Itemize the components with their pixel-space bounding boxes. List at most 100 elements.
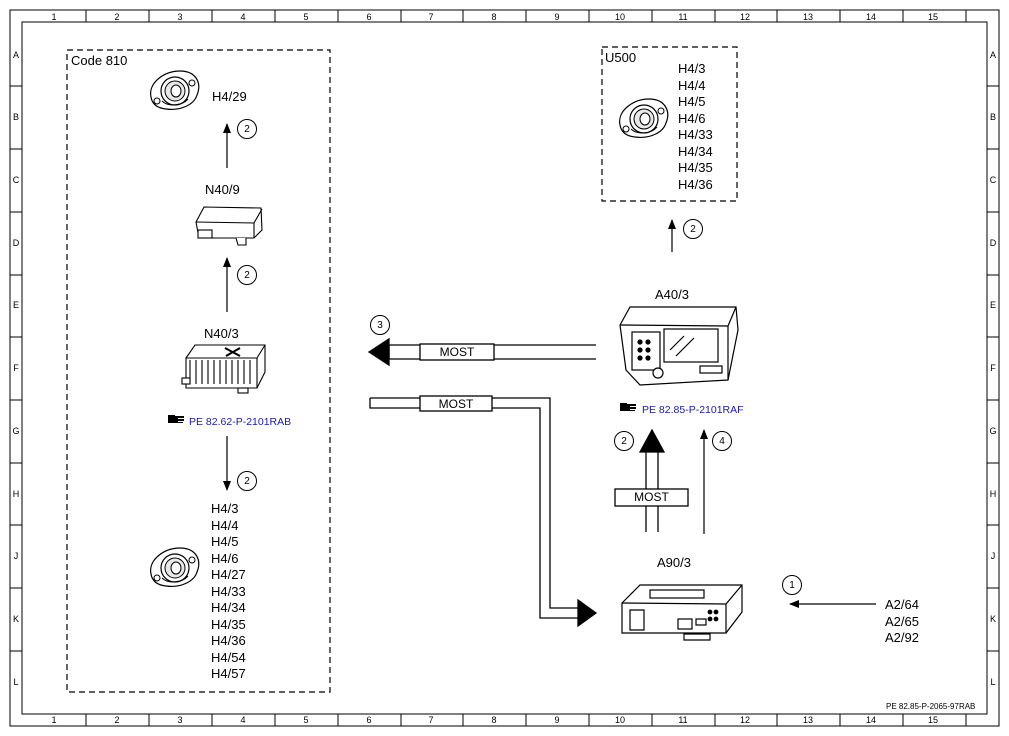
speaker-label: H4/36: [211, 633, 246, 648]
col-marker: 12: [739, 12, 750, 22]
frame-ticks: [10, 10, 999, 726]
module-n40-3-label: N40/3: [204, 326, 239, 341]
col-marker: 4: [240, 12, 246, 22]
col-marker: 14: [865, 12, 876, 22]
speaker-label: H4/35: [678, 160, 713, 175]
col-marker: 13: [802, 715, 813, 725]
speaker-h4-29-label: H4/29: [212, 89, 247, 104]
col-marker: 15: [927, 715, 938, 725]
speaker-label: H4/5: [211, 534, 239, 549]
antenna-label: A2/64: [885, 597, 919, 612]
col-marker: 3: [177, 715, 183, 725]
row-marker: B: [989, 112, 996, 122]
row-marker: B: [12, 112, 19, 122]
col-marker: 12: [739, 715, 750, 725]
reference-hand-icon: [620, 403, 636, 411]
speaker-label: H4/33: [211, 583, 246, 599]
col-marker: 5: [303, 715, 309, 725]
module-n40-3-icon: [181, 344, 266, 394]
tuner-a90-3-icon: [621, 584, 743, 641]
callout-3: 3: [370, 315, 390, 335]
col-marker: 1: [51, 715, 57, 725]
row-marker: C: [12, 175, 20, 185]
col-marker: 7: [428, 715, 434, 725]
u500-title: U500: [605, 50, 637, 65]
row-marker: J: [990, 551, 996, 561]
code810-title: Code 810: [71, 53, 128, 68]
row-marker: F: [990, 363, 996, 373]
col-marker: 15: [927, 12, 938, 22]
col-marker: 1: [51, 12, 57, 22]
callout-2: 2: [237, 471, 257, 491]
callout-2: 2: [237, 119, 257, 139]
speaker-label: H4/3: [678, 61, 706, 76]
head-unit-a40-3-label: A40/3: [655, 287, 689, 302]
col-marker: 10: [614, 715, 625, 725]
speaker-label: H4/34: [678, 143, 713, 159]
speaker-u500-icon: [619, 98, 669, 138]
amplifier-n40-9-label: N40/9: [205, 182, 240, 197]
col-marker: 10: [614, 12, 625, 22]
col-marker: 6: [366, 12, 372, 22]
row-marker: C: [989, 175, 997, 185]
antenna-list: A2/64 A2/65 A2/92: [885, 597, 919, 647]
callout-4: 4: [712, 431, 732, 451]
speaker-label: H4/4: [211, 517, 239, 533]
col-marker: 7: [428, 12, 434, 22]
col-marker: 2: [114, 12, 120, 22]
most-bus-top: [367, 337, 596, 367]
col-marker: 9: [554, 12, 560, 22]
signal-arrows: [223, 123, 876, 608]
callout-2: 2: [683, 219, 703, 239]
module-n40-3-reference-link[interactable]: PE 82.62-P-2101RAB: [189, 416, 292, 428]
col-marker: 8: [491, 715, 497, 725]
callout-1: 1: [782, 575, 802, 595]
head-unit-a40-3-icon: [619, 306, 739, 386]
most-bus-mid-label: MOST: [438, 397, 474, 411]
most-bus-vertical-label: MOST: [634, 490, 669, 504]
row-marker: D: [12, 238, 20, 248]
row-marker: L: [990, 677, 996, 687]
col-marker: 8: [491, 12, 497, 22]
speaker-label: H4/6: [211, 550, 239, 566]
row-marker: J: [13, 551, 19, 561]
code810-group-box: [66, 49, 331, 693]
tuner-a90-3-label: A90/3: [657, 555, 691, 570]
speaker-label: H4/57: [211, 666, 246, 681]
speaker-label: H4/35: [211, 616, 246, 632]
amplifier-n40-9-icon: [195, 206, 263, 246]
col-marker: 4: [240, 715, 246, 725]
most-bus-mid: [369, 395, 598, 628]
head-unit-reference-link[interactable]: PE 82.85-P-2101RAF: [642, 404, 744, 416]
bottom-speaker-list: H4/3 H4/4 H4/5 H4/6 H4/27 H4/33 H4/34 H4…: [211, 501, 246, 683]
row-marker: H: [12, 489, 20, 499]
row-marker: E: [989, 300, 996, 310]
col-marker: 6: [366, 715, 372, 725]
speaker-label: H4/6: [678, 110, 706, 126]
row-marker: K: [989, 614, 996, 624]
most-bus-vertical: [614, 428, 689, 532]
col-marker: 13: [802, 12, 813, 22]
col-marker: 11: [678, 12, 688, 22]
reference-hand-icon: [168, 415, 184, 423]
u500-speaker-list: H4/3 H4/4 H4/5 H4/6 H4/33 H4/34 H4/35 H4…: [678, 61, 713, 193]
col-marker: 5: [303, 12, 309, 22]
speaker-label: H4/27: [211, 567, 246, 582]
row-marker: H: [989, 489, 997, 499]
col-marker: 11: [678, 715, 688, 725]
speaker-label: H4/4: [678, 77, 706, 93]
speaker-h4-29-icon: [150, 70, 200, 110]
document-id: PE 82.85-P-2065-97RAB: [886, 702, 976, 711]
row-marker: K: [12, 614, 19, 624]
row-marker: F: [13, 363, 19, 373]
speaker-label: H4/54: [211, 649, 246, 665]
row-marker: A: [989, 50, 996, 60]
row-marker: L: [13, 677, 19, 687]
row-marker: D: [989, 238, 997, 248]
u500-group-box: [601, 46, 738, 202]
most-bus-top-label: MOST: [439, 345, 475, 359]
speaker-label: H4/3: [211, 501, 239, 516]
row-marker: G: [12, 426, 20, 436]
